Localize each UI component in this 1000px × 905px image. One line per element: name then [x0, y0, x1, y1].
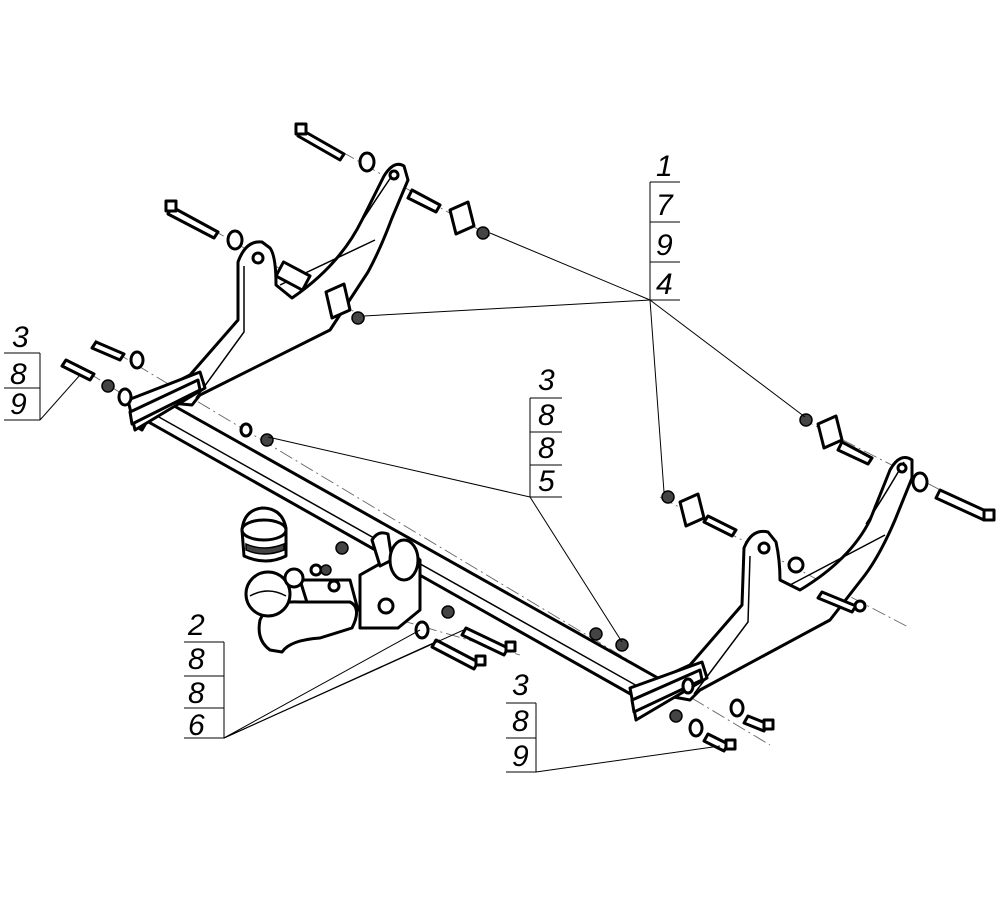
callout-label: 3 [12, 321, 29, 354]
callout-top-right: 1 7 9 4 [649, 150, 680, 301]
callout-label: 9 [656, 229, 673, 262]
callout-bottom-left: 2 8 8 6 [184, 609, 225, 742]
callout-label: 4 [656, 268, 673, 301]
callout-label: 8 [538, 432, 555, 465]
callout-label: 8 [188, 643, 205, 676]
cross-tube [126, 370, 709, 722]
right-mounting-bracket [633, 456, 914, 702]
callout-label: 3 [512, 669, 529, 702]
callout-bottom-center: 3 8 9 [506, 669, 537, 773]
callout-label: 2 [187, 609, 205, 642]
callout-label: 8 [10, 358, 27, 391]
callout-center: 3 8 8 5 [529, 364, 562, 498]
callout-left: 3 8 9 [4, 321, 41, 421]
callout-label: 1 [656, 150, 673, 183]
callout-label: 5 [538, 465, 555, 498]
callout-label: 9 [10, 388, 27, 421]
callout-label: 9 [512, 740, 529, 773]
callout-label: 8 [538, 399, 555, 432]
callout-label: 8 [512, 705, 529, 738]
left-mounting-bracket [138, 162, 410, 407]
callout-label: 6 [188, 709, 205, 742]
fasteners [60, 122, 996, 753]
tow-ball-mount [240, 506, 422, 654]
callout-label: 3 [538, 364, 555, 397]
leader-lines [39, 232, 806, 773]
callout-label: 7 [656, 189, 674, 222]
callout-label: 8 [188, 677, 205, 710]
